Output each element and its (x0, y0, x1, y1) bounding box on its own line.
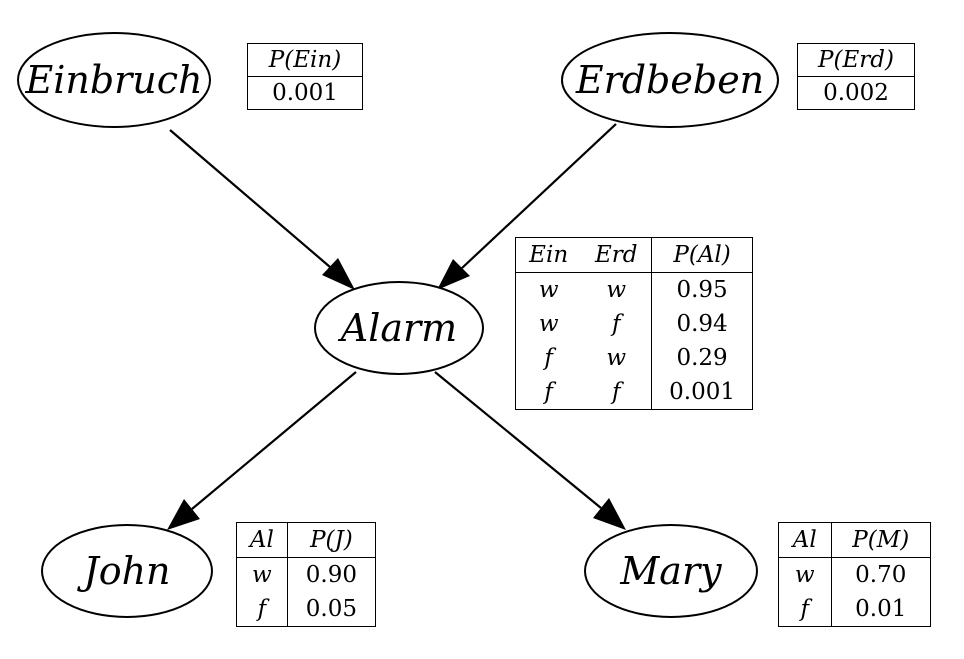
cpt-john-prob: 0.90 (286, 557, 376, 592)
cpt-mary-prob: 0.70 (830, 557, 931, 592)
cpt-alarm-cell: w (538, 311, 559, 337)
cpt-alarm-prob: 0.001 (651, 375, 753, 410)
edge-alarm-john (191, 371, 357, 510)
node-john: John (41, 524, 213, 618)
node-alarm-label: Alarm (338, 306, 457, 350)
cpt-einbruch-header: P(Ein) (247, 43, 363, 77)
cpt-john-row: f 0.05 (237, 592, 376, 627)
cpt-alarm-row: w w 0.95 (516, 272, 753, 307)
cpt-mary-header-al: Al (778, 522, 832, 558)
cpt-erdbeben: P(Erd) 0.002 (797, 43, 915, 110)
cpt-john-cell: f (257, 596, 267, 622)
node-mary-label: Mary (619, 549, 722, 593)
arrowhead-alarm-john (167, 499, 200, 530)
cpt-alarm-cell: w (606, 345, 627, 371)
cpt-einbruch: P(Ein) 0.001 (247, 43, 363, 110)
cpt-alarm-row: w f 0.94 (516, 307, 753, 341)
node-erdbeben-label: Erdbeben (575, 58, 764, 102)
cpt-einbruch-value: 0.001 (272, 80, 338, 106)
cpt-mary-header-pm: P(M) (830, 522, 931, 558)
cpt-john-header-pj: P(J) (286, 522, 376, 558)
cpt-alarm-cell: f (544, 379, 553, 405)
cpt-alarm-cell: f (611, 311, 621, 337)
edge-einbruch-alarm (169, 129, 331, 268)
node-erdbeben: Erdbeben (561, 32, 779, 128)
cpt-mary-row: f 0.01 (779, 592, 931, 627)
arrowhead-einbruch-alarm (322, 258, 355, 290)
cpt-alarm-header-ein: Ein (515, 237, 582, 273)
cpt-mary: Al P(M) w 0.70 f 0.01 (778, 522, 931, 627)
node-mary: Mary (584, 524, 758, 618)
cpt-alarm-cell: f (611, 379, 621, 405)
cpt-alarm-header-erd: Erd (581, 237, 652, 273)
cpt-mary-cell: w (794, 562, 815, 588)
cpt-john: Al P(J) w 0.90 f 0.05 (236, 522, 376, 627)
cpt-john-row: w 0.90 (237, 557, 376, 592)
cpt-alarm-cell: f (544, 345, 553, 371)
cpt-alarm-prob: 0.94 (651, 307, 753, 341)
cpt-alarm: Ein Erd P(Al) w w 0.95 w f 0.94 f w 0.29… (515, 237, 753, 410)
cpt-erdbeben-value: 0.002 (823, 80, 889, 106)
cpt-erdbeben-header: P(Erd) (797, 43, 915, 77)
edge-erdbeben-alarm (461, 123, 617, 269)
cpt-john-cell: w (252, 562, 272, 588)
cpt-alarm-row: f f 0.001 (516, 375, 753, 410)
cpt-alarm-cell: w (538, 277, 559, 303)
node-einbruch: Einbruch (17, 32, 211, 128)
arrowhead-erdbeben-alarm (437, 259, 470, 290)
cpt-alarm-prob: 0.29 (651, 341, 753, 375)
cpt-mary-prob: 0.01 (830, 592, 931, 627)
node-alarm: Alarm (314, 281, 484, 375)
cpt-john-prob: 0.05 (286, 592, 376, 627)
edge-alarm-mary (434, 371, 602, 509)
arrowhead-alarm-mary (593, 498, 626, 530)
node-einbruch-label: Einbruch (24, 58, 202, 102)
cpt-alarm-header-pal: P(Al) (651, 237, 753, 273)
cpt-alarm-row: f w 0.29 (516, 341, 753, 375)
cpt-mary-row: w 0.70 (779, 557, 931, 592)
cpt-alarm-prob: 0.95 (651, 272, 753, 307)
cpt-alarm-cell: w (606, 277, 627, 303)
node-john-label: John (76, 549, 170, 593)
cpt-mary-cell: f (800, 596, 810, 622)
cpt-john-header-al: Al (236, 522, 288, 558)
